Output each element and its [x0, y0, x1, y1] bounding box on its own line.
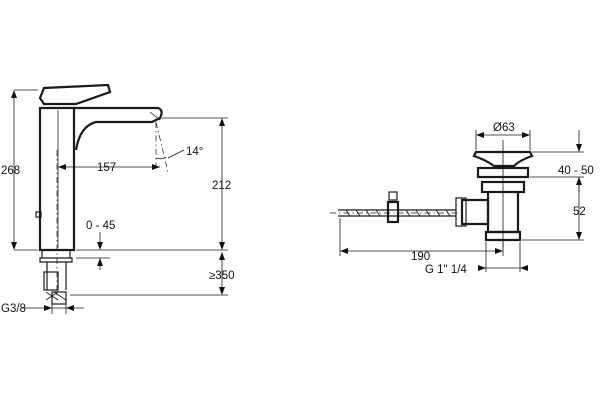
dim-157-arrow-left [58, 164, 66, 170]
drain-thread-label: G 1" 1/4 [425, 264, 467, 276]
dim-268-arrow-top [11, 90, 17, 98]
spout-angle-arc [155, 156, 167, 160]
dim-212-arrow-top [219, 118, 225, 126]
faucet-body [38, 106, 76, 252]
drain-side-nut [455, 197, 467, 227]
drain-drawing: Ø63 40 - 50 52 190 G 1" 1/4 [330, 122, 594, 276]
adjust-range-label: 0 - 45 [86, 220, 115, 232]
dim-g38-arrow-left [44, 305, 52, 311]
faucet-spout [74, 106, 163, 151]
dim-268-arrow-bottom [11, 242, 17, 250]
dim-52-arrow-bottom [576, 232, 582, 240]
spout-angle-label: 14° [186, 146, 203, 158]
spout-height-label: 212 [212, 180, 231, 192]
faucet-spout-tip [149, 111, 161, 121]
dim-adjust-arrow-bottom [97, 258, 103, 266]
dim-g38-arrow-right [66, 305, 74, 311]
faucet-drawing: 268 157 14° 212 0 - 45 ≥350 [1, 83, 235, 315]
supply-hose [39, 250, 73, 263]
drain-nut [480, 180, 526, 194]
supply-nut [43, 271, 59, 291]
supply-connector [51, 291, 67, 305]
dim-63-arrow-left [476, 132, 484, 138]
drain-side-connector [460, 198, 490, 226]
spout-axis-angled [155, 121, 169, 173]
dim-212-arrow-bottom [219, 242, 225, 250]
drain-tailpiece [484, 230, 522, 242]
dim-thread-arrow-left [478, 265, 486, 271]
dim-350-arrow-bottom [219, 287, 225, 295]
dim-190-arrow-right [495, 248, 503, 254]
spout-angle-leader [167, 149, 185, 159]
dim-adjust-arrow-top [97, 242, 103, 250]
dim-40-50-arrow-top [576, 144, 582, 152]
rod-length-label: 190 [411, 251, 430, 263]
dim-63-arrow-right [522, 132, 530, 138]
dim-thread-arrow-right [520, 265, 528, 271]
deck-clearance-label: ≥350 [209, 270, 235, 282]
faucet-pop-up-knob [35, 211, 42, 218]
drain-diameter-label: Ø63 [493, 122, 515, 134]
drain-flange [476, 166, 530, 179]
supply-hose-pipe [46, 262, 67, 290]
faucet-lever [38, 83, 112, 106]
plug-range-label: 40 - 50 [558, 165, 594, 177]
pop-up-rod-clamp [386, 200, 400, 224]
drain-plug-cap [472, 150, 534, 168]
supply-thread-label: G3/8 [1, 303, 26, 315]
faucet-height-label: 268 [1, 165, 20, 177]
dim-350-arrow-top [219, 252, 225, 260]
supply-hose-braid [45, 291, 67, 301]
dim-190-arrow-left [340, 248, 348, 254]
drain-body-height-label: 52 [573, 206, 586, 218]
spout-reach-label: 157 [97, 162, 116, 174]
pop-up-rod-clamp-screw [388, 191, 398, 201]
